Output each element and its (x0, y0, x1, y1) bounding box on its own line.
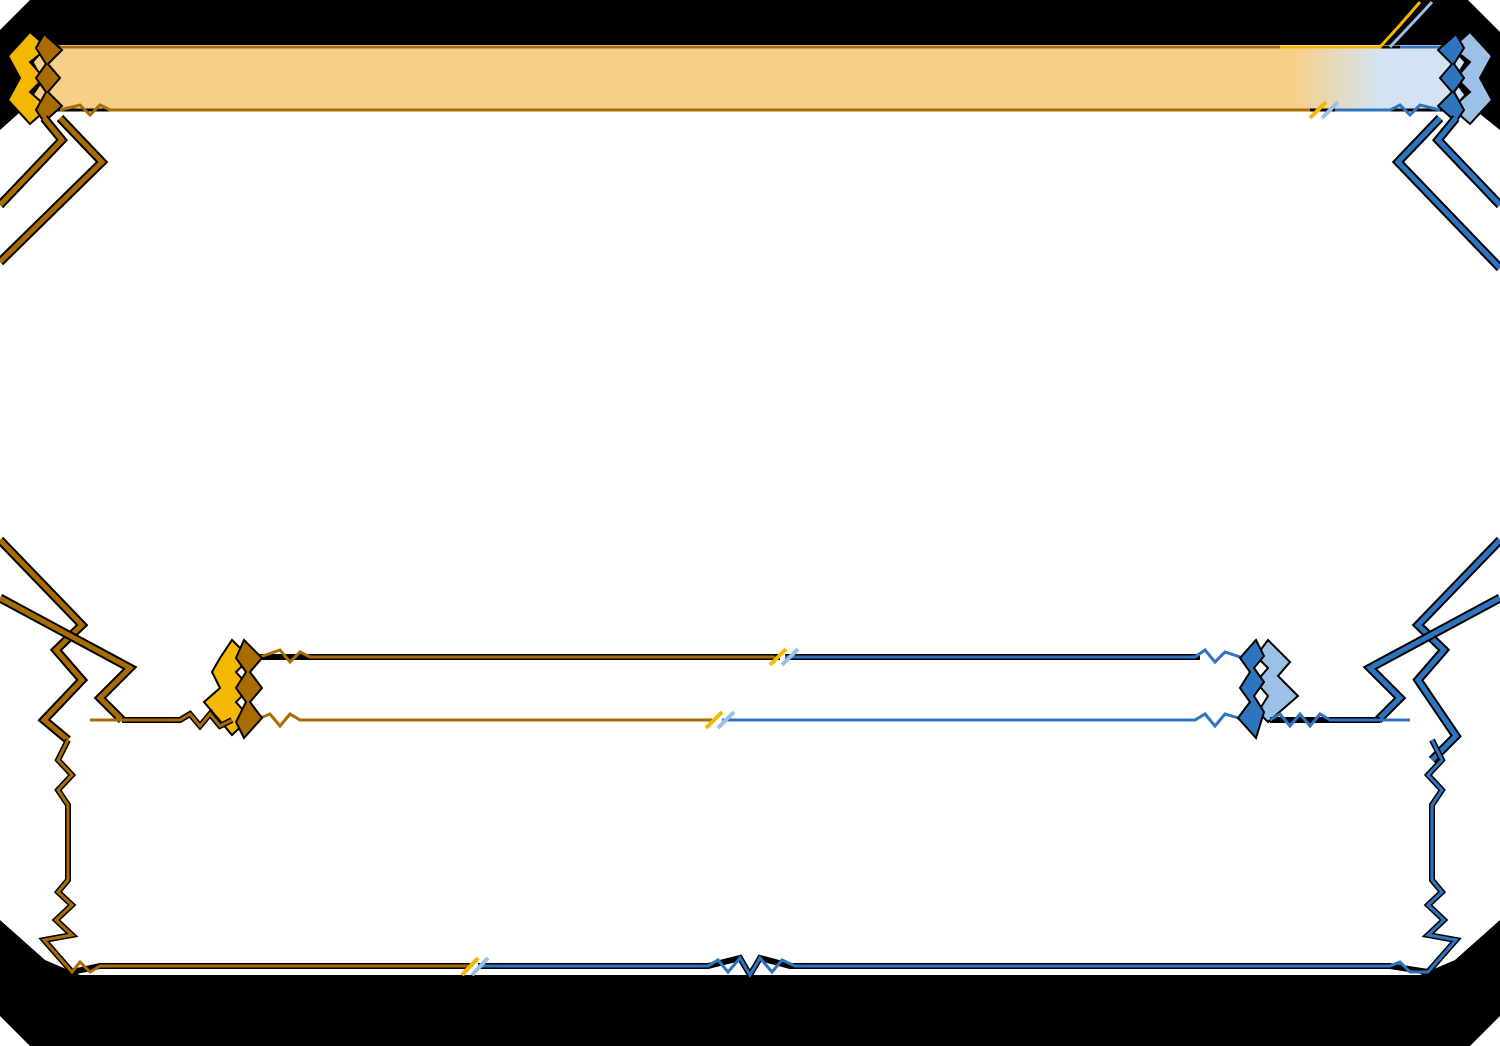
top-left-ornament (6, 30, 64, 126)
left-diagonals (0, 114, 138, 744)
tab-right-ornament (1236, 638, 1300, 740)
top-black-band (0, 0, 1500, 130)
bottom-panel-frame (38, 709, 1462, 981)
tab-left-ornament (202, 638, 264, 740)
bottom-tab-frame (254, 647, 1246, 730)
bottom-black-band (0, 920, 1500, 1046)
right-diagonals (1362, 114, 1500, 764)
